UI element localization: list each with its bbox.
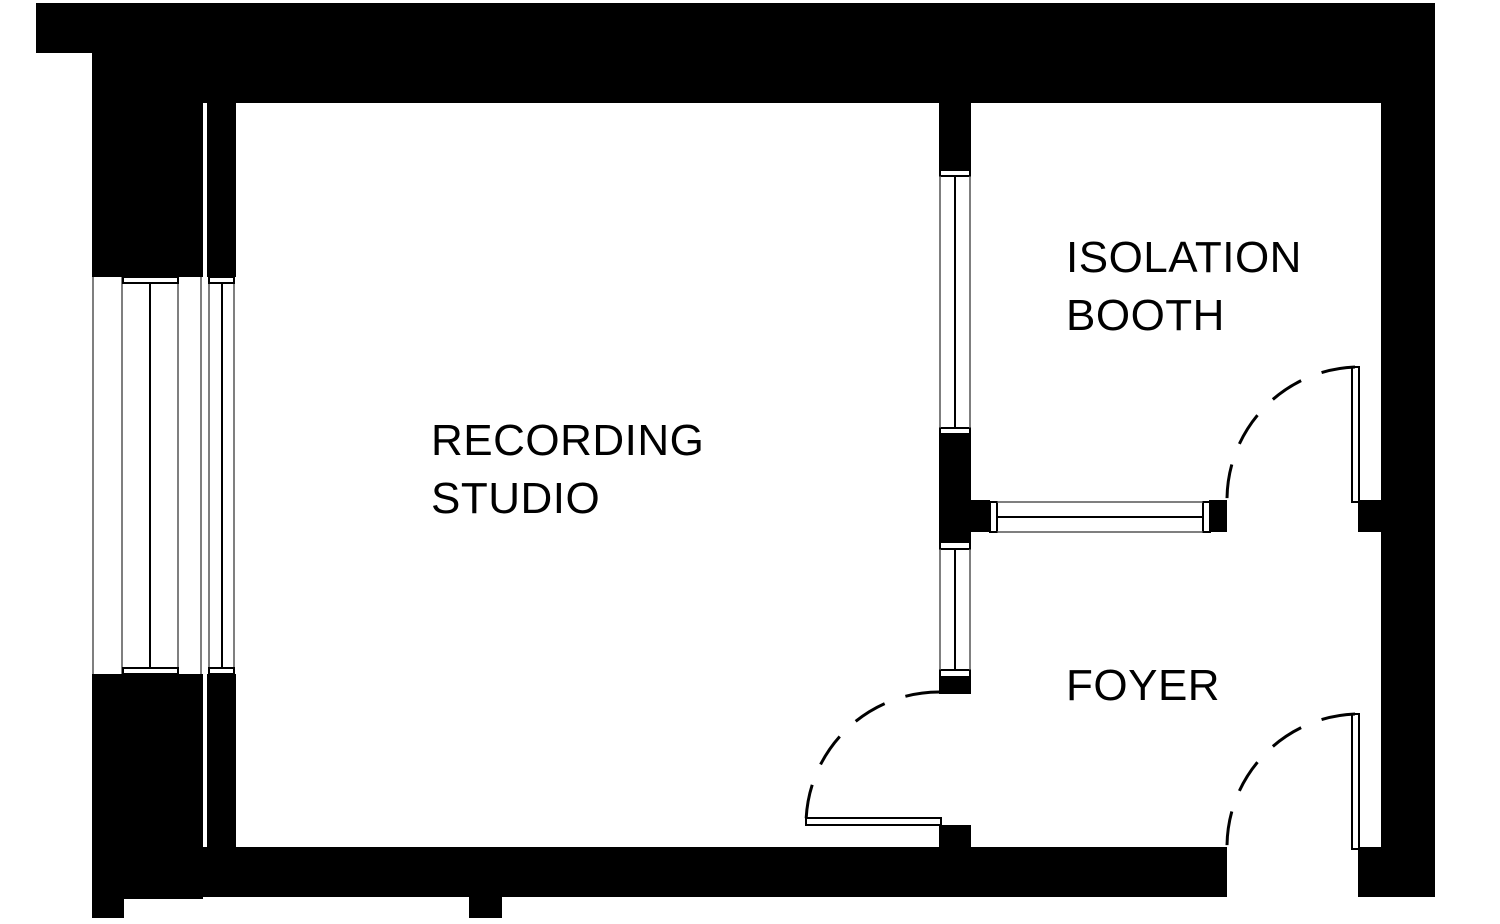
- booth-door: [1225, 365, 1360, 503]
- top-wall: [36, 3, 1435, 53]
- east-wall: [1381, 100, 1435, 897]
- room-label-recording-studio-line2: STUDIO: [431, 474, 600, 523]
- studio-foyer-window-lower: [939, 541, 971, 678]
- room-label-recording-studio-line1: RECORDING: [431, 416, 704, 465]
- west-wall-upper: [92, 100, 203, 277]
- entry-door: [1225, 712, 1360, 850]
- studio-booth-window-upper: [939, 169, 971, 435]
- south-wall-tab: [469, 895, 502, 918]
- east-wall-door-jamb: [1358, 500, 1383, 532]
- partition-wall-bottom: [939, 677, 971, 694]
- top-wall-inner: [92, 50, 1435, 103]
- west-inner-wall-upper: [207, 100, 236, 277]
- booth-wall-end: [1209, 500, 1227, 532]
- walls: [36, 3, 1435, 918]
- room-labels: RECORDING STUDIO ISOLATION BOOTH FOYER: [431, 233, 1302, 710]
- studio-door: [804, 690, 942, 826]
- studio-door-jamb: [939, 825, 971, 849]
- booth-foyer-window: [989, 501, 1211, 533]
- east-wall-lower-block: [1358, 847, 1435, 897]
- west-exterior-window: [92, 276, 235, 675]
- west-wall-foot: [92, 895, 124, 918]
- partition-wall-middle: [939, 434, 971, 542]
- room-label-foyer: FOYER: [1066, 661, 1220, 710]
- south-wall: [120, 847, 1227, 897]
- partition-wall-top: [939, 100, 971, 170]
- west-inner-wall-lower: [207, 674, 236, 849]
- room-label-isolation-booth-line1: ISOLATION: [1066, 233, 1302, 282]
- room-label-isolation-booth-line2: BOOTH: [1066, 291, 1225, 340]
- partition-wall-junction: [969, 500, 990, 532]
